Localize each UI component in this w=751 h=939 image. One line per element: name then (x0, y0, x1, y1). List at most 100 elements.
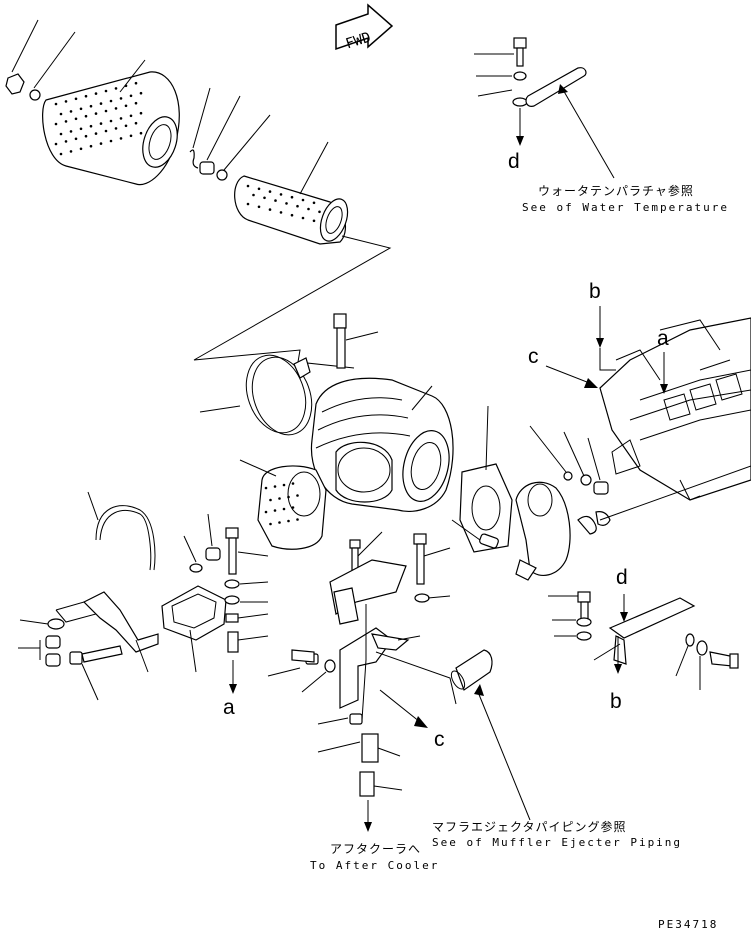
perforation-dot (124, 104, 128, 108)
pre-cleaner-cap (239, 459, 327, 550)
perforation-dot (59, 152, 63, 156)
perforation-dot (69, 110, 73, 113)
perforation-dot (252, 193, 255, 197)
fwd-arrow-icon: FWD (335, 3, 394, 52)
restriction-sensor (451, 519, 499, 549)
perforation-dot (99, 122, 103, 125)
perforation-dot (54, 142, 58, 146)
perforation-dot (318, 210, 321, 214)
ref-letter-d-top: d (508, 150, 520, 173)
element-fasteners (189, 87, 271, 181)
perforation-dot (268, 208, 272, 211)
perforation-dot (134, 121, 138, 125)
perforation-dot (268, 190, 272, 193)
perforation-dot (94, 112, 98, 115)
perforation-dot (94, 132, 98, 135)
perforation-dot (69, 150, 73, 153)
perforation-dot (79, 127, 83, 131)
outer-filter-element (5, 19, 180, 186)
perforation-dot (307, 207, 310, 211)
perforation-dot (114, 127, 118, 130)
perforation-dot (89, 144, 93, 148)
perforation-dot (89, 104, 93, 108)
perforation-dot (273, 509, 277, 512)
perforation-dot (74, 117, 78, 121)
drawing-number: PE34718 (658, 918, 719, 931)
perforation-dot (301, 216, 305, 220)
perforation-dot (114, 107, 118, 110)
mounting-bolt-top (333, 313, 379, 369)
perforation-dot (119, 137, 123, 140)
perforation-dot (104, 129, 108, 133)
perforation-dot (287, 495, 290, 499)
ref-letter-d-right: d (616, 566, 628, 589)
perforation-dot (64, 120, 68, 123)
perforation-dot (312, 201, 316, 205)
ref-letter-a-left: a (223, 696, 235, 719)
band-clamp (199, 354, 313, 436)
perforation-dot (282, 483, 286, 487)
perforation-dot (129, 94, 133, 98)
perforation-dot (109, 139, 113, 143)
perforation-dot (312, 219, 316, 223)
perforation-dot (290, 195, 294, 199)
perforation-dot (119, 97, 123, 100)
perforation-dot (139, 131, 143, 135)
ref-letter-b-bottom: b (610, 690, 622, 713)
right-bracket-assembly (548, 591, 739, 690)
perforation-dot (264, 486, 268, 490)
perforation-dot (109, 99, 113, 103)
perforation-dot (104, 89, 108, 93)
perforation-dot (124, 124, 128, 128)
perforation-dot (269, 522, 272, 526)
perforation-dot (257, 205, 261, 209)
inner-filter-element (234, 141, 349, 245)
perforation-dot (278, 521, 281, 524)
perforation-dot (291, 482, 295, 485)
note-muffler-en: See of Muffler Ejecter Piping (432, 836, 683, 849)
perforation-dot (301, 198, 305, 202)
perforation-dot (99, 142, 103, 145)
perforation-dot (84, 114, 88, 118)
perforation-dot (99, 102, 103, 105)
support-bracket (55, 585, 227, 673)
perforation-dot (84, 134, 88, 138)
perforation-dot (279, 211, 283, 214)
perforation-dot (54, 122, 58, 126)
perforation-dot (69, 130, 73, 133)
ref-letter-c-right: c (528, 345, 539, 368)
note-water-temp-en: See of Water Temperature (522, 201, 729, 214)
bracket-fasteners (183, 513, 221, 573)
perforation-dot (114, 87, 118, 90)
perforation-dot (79, 107, 83, 111)
perforation-dot (119, 117, 123, 120)
perforation-dot (290, 213, 294, 217)
perforation-dot (134, 81, 138, 85)
perforation-dot (109, 119, 113, 123)
note-muffler-jp: マフラエジェクタパイピング参照 (432, 820, 627, 834)
water-temp-parts (474, 37, 615, 179)
perforation-dot (273, 485, 277, 488)
perforation-dot (94, 92, 98, 95)
ref-letter-b-top: b (589, 280, 601, 303)
perforation-dot (54, 102, 58, 106)
perforation-dot (274, 199, 277, 202)
perforation-dot (59, 112, 63, 116)
ref-letter-a-right: a (657, 327, 669, 350)
perforation-dot (59, 132, 63, 136)
perforation-dot (291, 506, 295, 509)
left-fasteners (18, 618, 123, 701)
air-cleaner-body (310, 377, 454, 512)
perforation-dot (84, 94, 88, 98)
perforation-dot (89, 124, 93, 128)
perforation-dot (263, 196, 266, 200)
ejector-tube (450, 649, 531, 821)
note-water-temp-jp: ウォータテンパラチャ参照 (538, 184, 694, 198)
perforation-dot (139, 111, 143, 115)
perforation-dot (64, 100, 68, 103)
perforation-dot (64, 140, 68, 143)
perforation-dot (134, 101, 138, 105)
note-aftercooler-jp: アフタクーラへ (330, 842, 422, 856)
note-aftercooler-en: To After Cooler (310, 859, 440, 872)
